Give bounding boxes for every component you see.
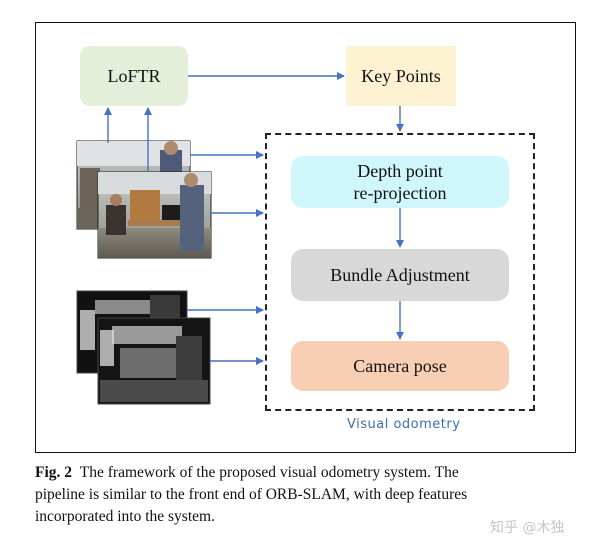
depth-label-line1: Depth point: [357, 161, 443, 181]
figure-frame: [35, 22, 576, 453]
watermark: 知乎 @木独: [490, 520, 565, 536]
loftr-node: LoFTR: [80, 46, 188, 106]
camera-pose-node: Camera pose: [291, 341, 509, 391]
depth-reprojection-node: Depth point re-projection: [291, 156, 509, 208]
visual-odometry-label: Visual odometry: [347, 417, 461, 432]
bundle-label: Bundle Adjustment: [330, 265, 470, 285]
keypoints-node: Key Points: [346, 46, 456, 106]
depth-frame-front: [97, 317, 211, 405]
fig-label: Fig. 2: [35, 464, 73, 481]
rgb-frame-front: [97, 171, 212, 259]
caption-line2: pipeline is similar to the front end of …: [35, 486, 468, 503]
keypoints-label: Key Points: [361, 66, 441, 86]
camera-label: Camera pose: [353, 356, 447, 376]
visual-odometry-box: [265, 133, 535, 411]
loftr-label: LoFTR: [107, 66, 161, 86]
caption-line3: incorporated into the system.: [35, 508, 215, 525]
depth-label-line2: re-projection: [353, 183, 447, 203]
figure-caption: Fig. 2 The framework of the proposed vis…: [35, 462, 585, 528]
arrows: [104, 72, 404, 365]
bundle-adjustment-node: Bundle Adjustment: [291, 249, 509, 301]
caption-line1: The framework of the proposed visual odo…: [79, 464, 459, 481]
